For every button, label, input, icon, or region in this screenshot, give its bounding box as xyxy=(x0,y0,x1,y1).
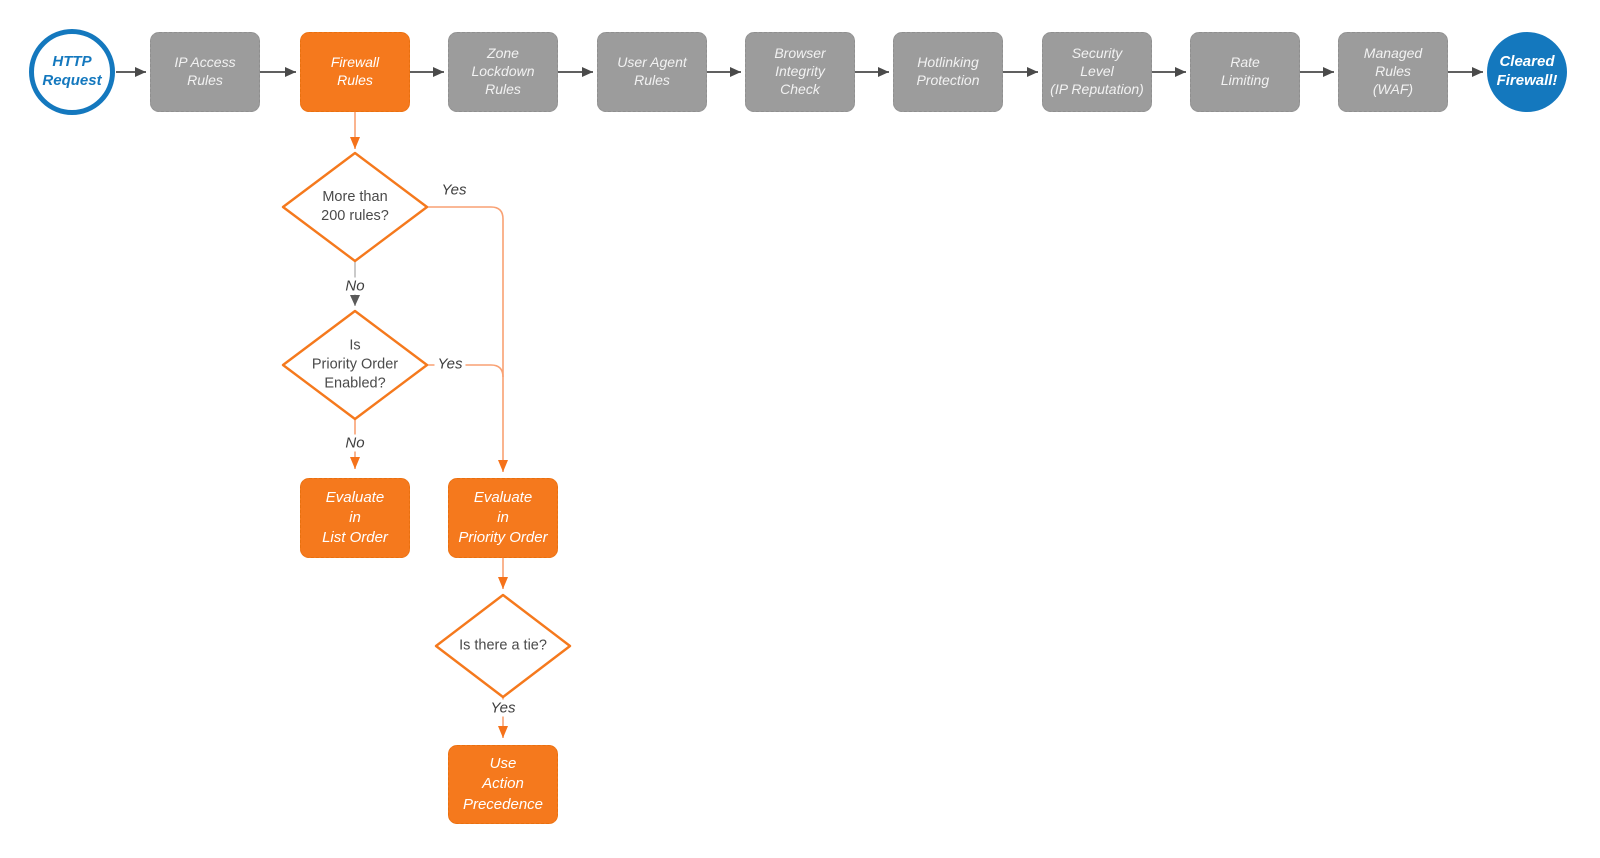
edge-label-decision1-yes: Yes xyxy=(438,181,470,199)
stage-box-security-level: Security Level (IP Reputation) xyxy=(1042,32,1152,112)
start-node-http-request: HTTP Request xyxy=(29,29,115,115)
end-node-cleared-firewall: Cleared Firewall! xyxy=(1487,32,1567,112)
stage-label: Firewall Rules xyxy=(330,54,380,88)
start-node-label: HTTP Request xyxy=(42,53,102,89)
decision-label-tie: Is there a tie? xyxy=(459,637,547,654)
action-label: Use Action Precedence xyxy=(462,755,544,813)
stage-box-zone-lockdown-rules: Zone Lockdown Rules xyxy=(448,32,558,112)
decision-label-priority-enabled: Is Priority Order Enabled? xyxy=(311,337,399,392)
decision-diamond-tie xyxy=(434,593,572,699)
stage-box-managed-rules-waf: Managed Rules (WAF) xyxy=(1338,32,1448,112)
stage-label: Managed Rules (WAF) xyxy=(1363,45,1423,97)
stage-label: Rate Limiting xyxy=(1220,54,1270,88)
decision-diamond-more-than-200 xyxy=(281,151,429,263)
stage-box-rate-limiting: Rate Limiting xyxy=(1190,32,1300,112)
stage-label: Browser Integrity Check xyxy=(774,45,826,97)
stage-label: User Agent Rules xyxy=(617,54,687,88)
stage-box-hotlinking-protection: Hotlinking Protection xyxy=(893,32,1003,112)
stage-label: Hotlinking Protection xyxy=(916,54,980,88)
action-label: Evaluate in List Order xyxy=(322,488,388,547)
edge-label-decision3-yes: Yes xyxy=(487,699,519,717)
connector-decision2-yes xyxy=(427,364,504,378)
stage-label: Zone Lockdown Rules xyxy=(471,45,535,97)
action-box-evaluate-list-order: Evaluate in List Order xyxy=(300,478,410,558)
stage-label: IP Access Rules xyxy=(174,54,236,88)
action-box-use-action-precedence: Use Action Precedence xyxy=(448,745,558,824)
decision-diamond-priority-enabled xyxy=(281,309,429,421)
stage-label: Security Level (IP Reputation) xyxy=(1050,45,1144,97)
edge-label-decision2-yes: Yes xyxy=(434,355,466,373)
action-box-evaluate-priority-order: Evaluate in Priority Order xyxy=(448,478,558,558)
stage-box-ip-access-rules: IP Access Rules xyxy=(150,32,260,112)
action-label: Evaluate in Priority Order xyxy=(458,488,548,547)
stage-box-firewall-rules: Firewall Rules xyxy=(300,32,410,112)
connector-decision1-yes xyxy=(427,206,508,472)
stage-box-user-agent-rules: User Agent Rules xyxy=(597,32,707,112)
decision-label-more-than-200: More than 200 rules? xyxy=(321,189,389,224)
stage-box-browser-integrity-check: Browser Integrity Check xyxy=(745,32,855,112)
edge-label-decision2-no: No xyxy=(342,434,368,452)
edge-label-decision1-no: No xyxy=(342,277,368,295)
end-node-label: Cleared Firewall! xyxy=(1496,53,1558,89)
